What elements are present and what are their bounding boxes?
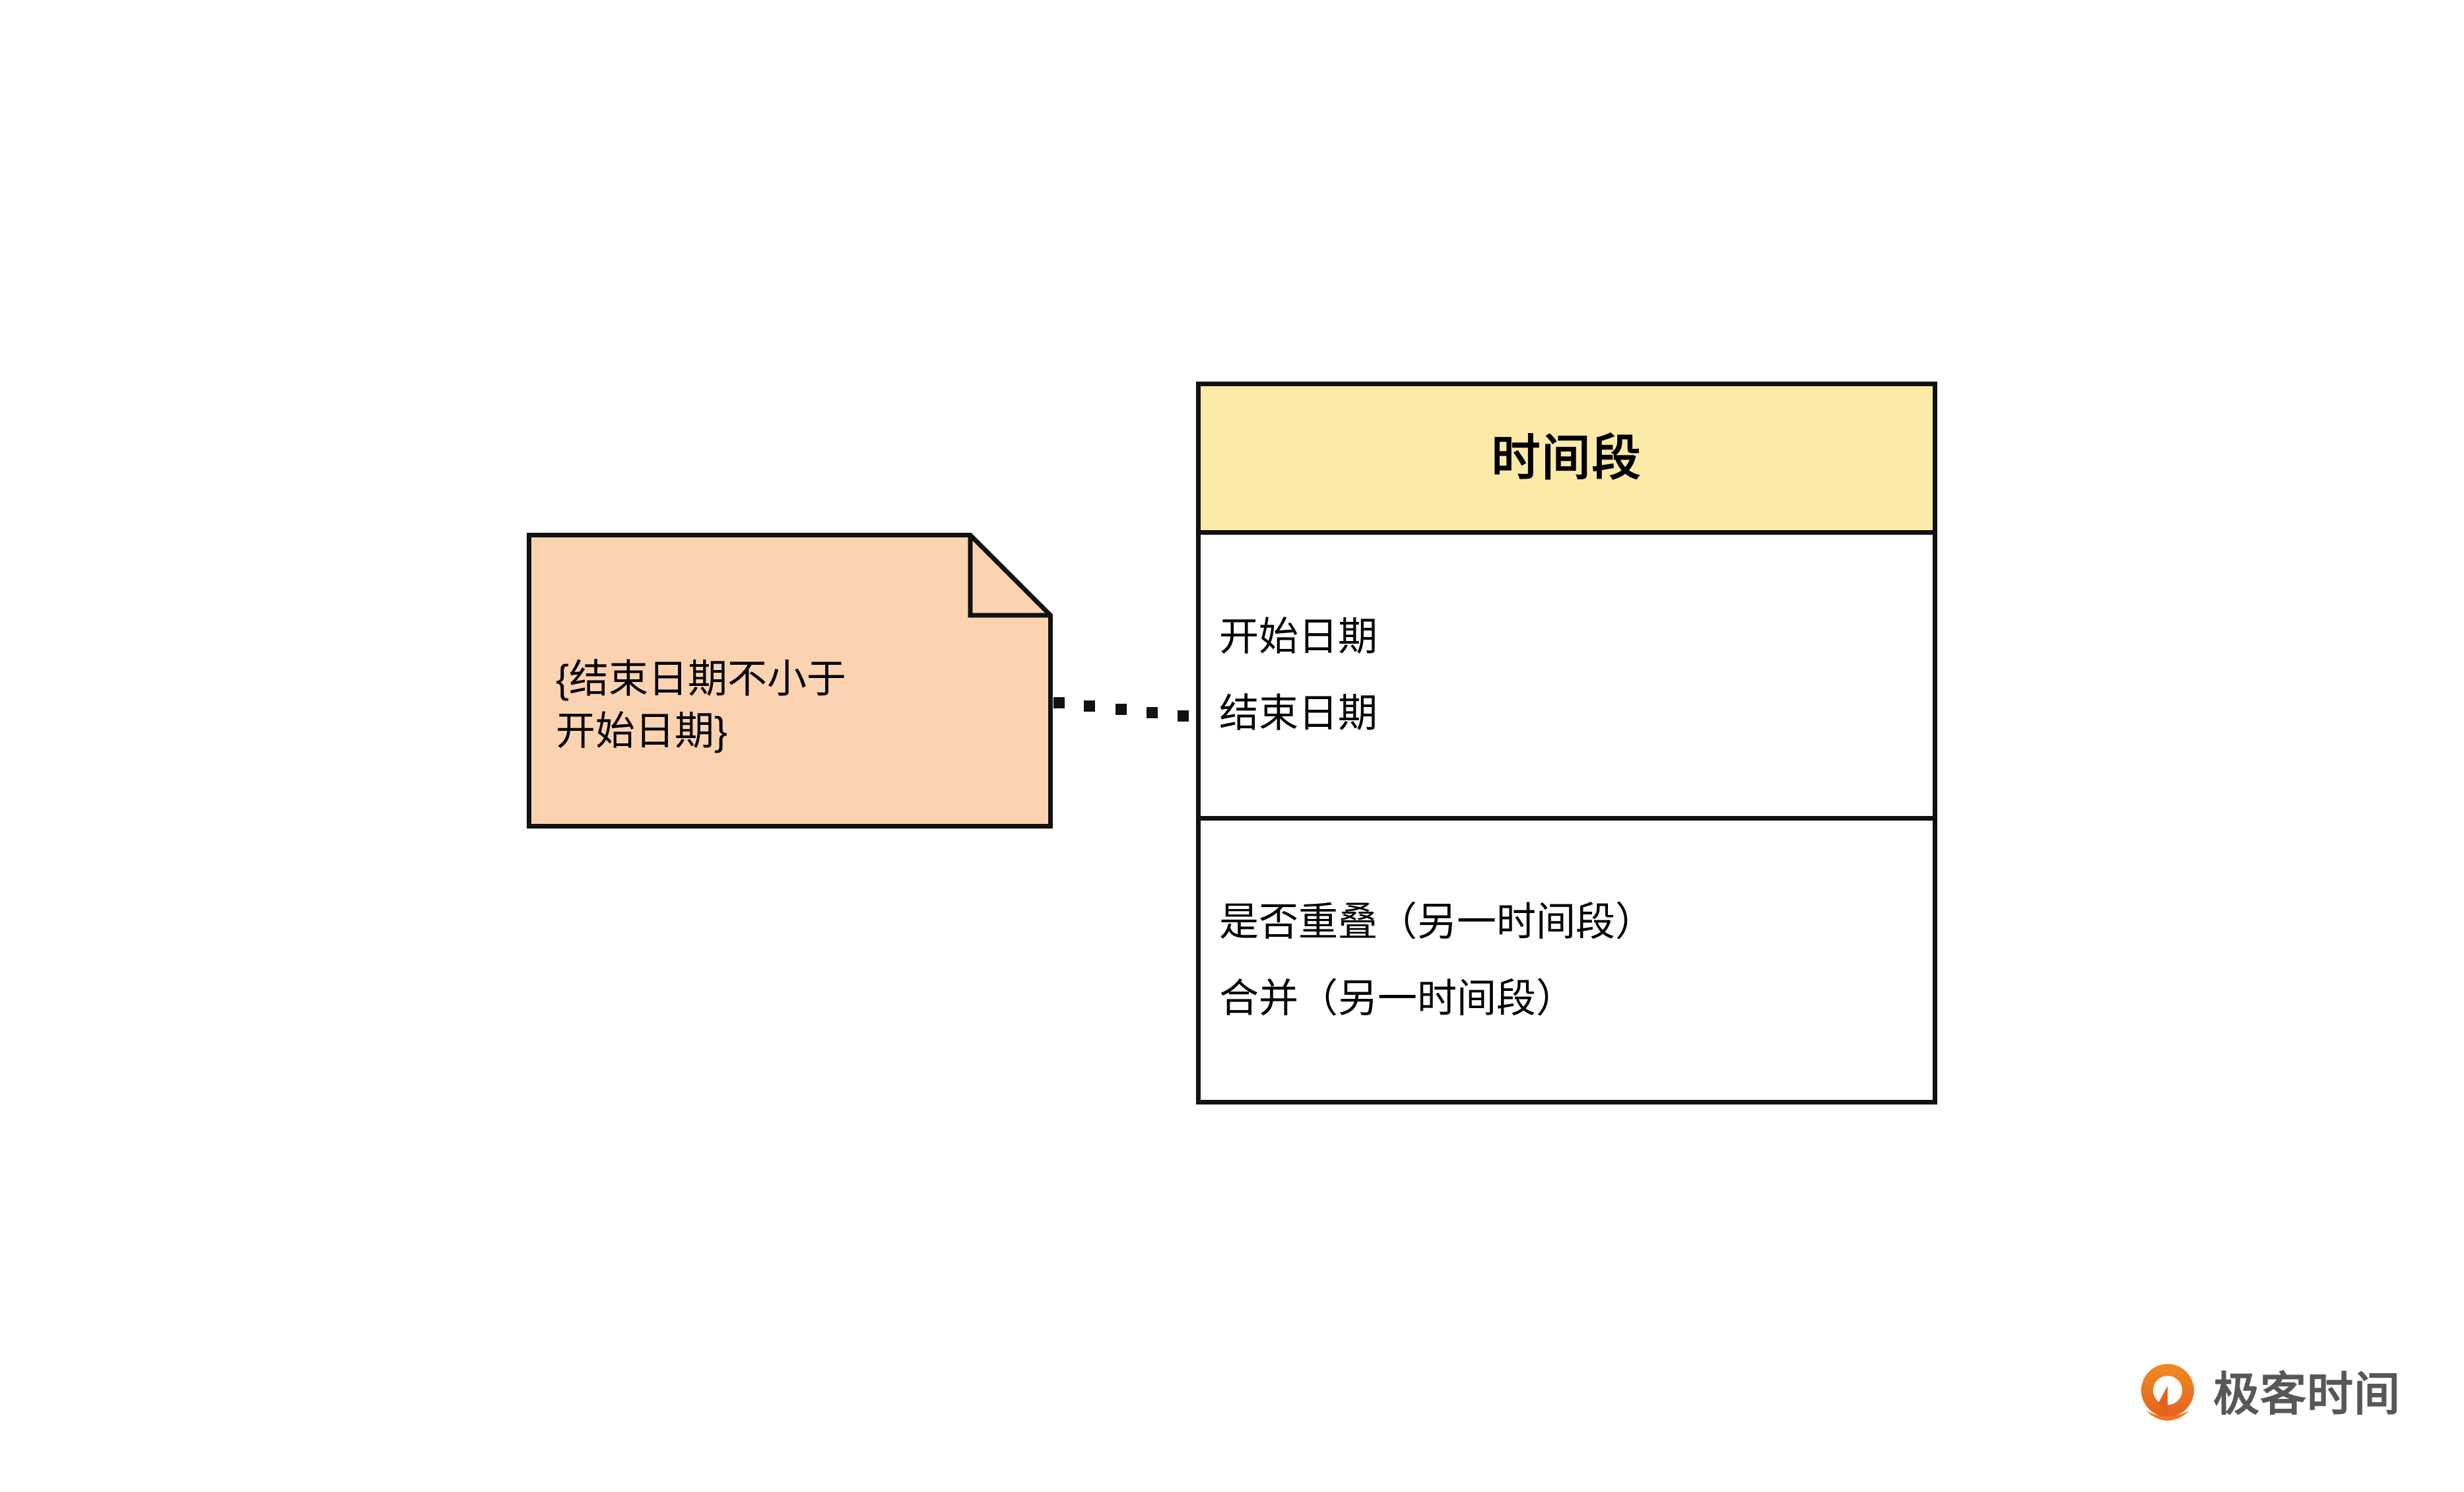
uml-constraint-note[interactable]: {结束日期不小于 开始日期} [527,533,1053,829]
geektime-logo-icon [2141,1364,2194,1421]
class-attribute-row: 开始日期 [1219,615,1378,659]
note-anchor-dotted-line [1053,697,1189,722]
class-attributes-compartment: 开始日期 结束日期 [1201,535,1933,821]
brand-logo: 极客时间 [2137,1362,2401,1427]
class-operation-row: 是否重叠（另一时间段） [1219,899,1655,944]
note-text: {结束日期不小于 开始日期} [556,657,847,754]
class-attribute-row: 结束日期 [1219,691,1378,735]
class-name: 时间段 [1491,430,1642,485]
geektime-logo-text: 极客时间 [2213,1369,2401,1420]
uml-class-box[interactable]: 时间段 开始日期 结束日期 是否重叠（另一时间段） 合并（另一时间段） [1196,382,1937,1104]
class-operations-compartment: 是否重叠（另一时间段） 合并（另一时间段） [1201,821,1933,1100]
class-operation-row: 合并（另一时间段） [1219,976,1576,1021]
note-shape-with-folded-corner [527,533,1053,829]
class-title-compartment: 时间段 [1201,386,1933,535]
